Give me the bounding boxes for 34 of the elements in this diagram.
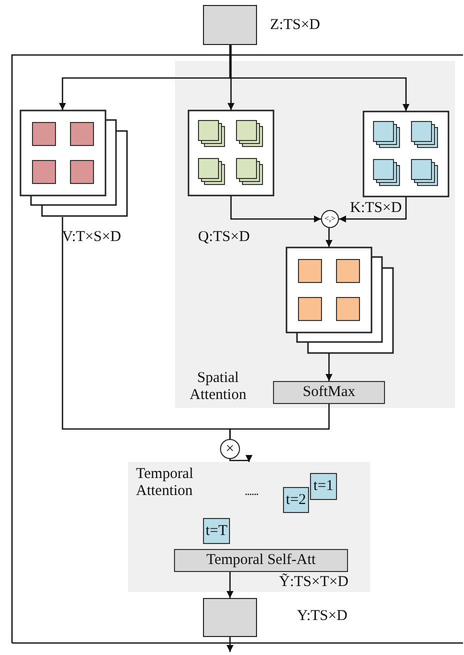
process-box: Temporal Self-Att [174, 549, 348, 572]
matrix-drawing [188, 110, 274, 196]
tensor-label: Q:TS×D [198, 229, 250, 246]
panel-title: Temporal Attention [136, 466, 194, 499]
panel-title: Spatial Attention [188, 370, 248, 403]
tensor-label: Z:TS×D [270, 17, 320, 34]
tensor-label: Ỹ:TS×T×D [279, 574, 348, 590]
matrix-stack-drawing [20, 110, 127, 217]
arrow [226, 572, 234, 598]
matrix-drawing [363, 111, 449, 197]
arrow [326, 228, 332, 247]
tensor-label: V:T×S×D [62, 229, 122, 246]
time-step-box: t=T [203, 518, 230, 544]
ellipsis-dots: ...... [245, 488, 258, 498]
connector-line [229, 404, 330, 439]
arrow [226, 637, 234, 652]
operator-circle: × [220, 439, 240, 459]
tensor-label: Y:TS×D [297, 608, 348, 624]
time-step-box: t=1 [310, 473, 337, 500]
tensor-label: K:TS×D [350, 200, 402, 216]
process-box: SoftMax [273, 381, 385, 404]
matrix-stack-drawing [286, 247, 395, 353]
arrow [230, 196, 321, 222]
output-block [203, 598, 257, 637]
attention-panel [128, 462, 370, 592]
arrow [339, 197, 407, 222]
arrow [229, 45, 410, 111]
arrow [326, 353, 332, 381]
attention-panel [175, 61, 455, 408]
arrow [228, 45, 234, 110]
operator-circle: <,> [321, 210, 339, 228]
arrow [229, 455, 252, 462]
input-block [203, 5, 257, 45]
time-step-box: t=2 [283, 487, 309, 513]
